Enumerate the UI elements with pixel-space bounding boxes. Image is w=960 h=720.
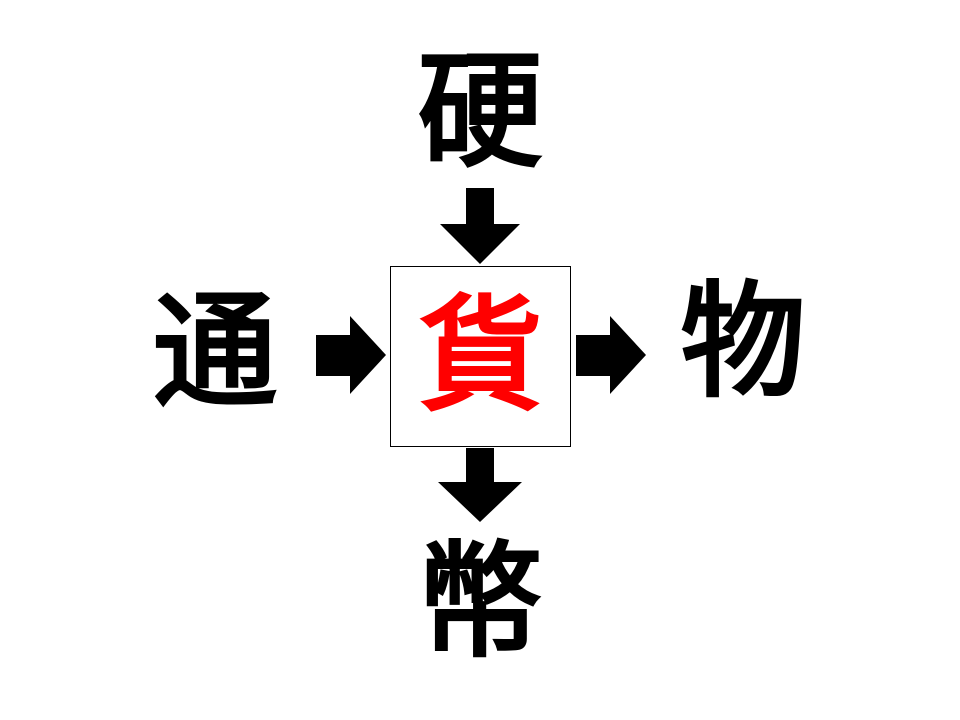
left-kanji: 通 bbox=[152, 280, 278, 425]
bottom-kanji: 幣 bbox=[417, 530, 543, 675]
arrow-down-top-icon bbox=[440, 188, 520, 264]
right-kanji: 物 bbox=[680, 270, 806, 415]
arrow-right-left-icon bbox=[316, 316, 386, 394]
answer-kanji: 貨 bbox=[418, 284, 543, 429]
answer-box: 貨 bbox=[390, 266, 571, 447]
arrow-right-right-icon bbox=[576, 316, 646, 394]
arrow-down-bottom-icon bbox=[438, 448, 522, 522]
top-kanji: 硬 bbox=[417, 40, 543, 185]
